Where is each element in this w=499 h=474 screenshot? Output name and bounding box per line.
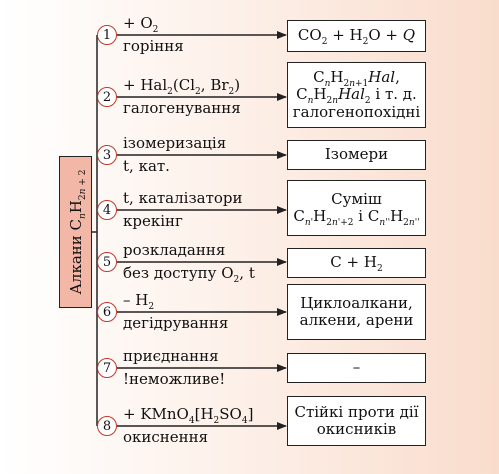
- reaction-number-5: 5: [97, 252, 117, 272]
- alkanes-main-label: Алкани CnH2n + 2: [66, 169, 88, 295]
- reaction-product-text-3: Ізомери: [324, 145, 389, 164]
- reaction-name-7: !неможливе!: [123, 370, 226, 388]
- reaction-product-text-7: –: [352, 358, 361, 377]
- reaction-name-4: крекінг: [123, 212, 183, 230]
- reaction-reagent-5: розкладання: [123, 241, 226, 259]
- reaction-number-1: 1: [97, 25, 117, 45]
- alkanes-main-box: Алкани CnH2n + 2: [59, 156, 92, 308]
- reaction-product-box-7: –: [287, 353, 426, 383]
- reaction-reagent-3: ізомеризація: [123, 134, 227, 152]
- reaction-name-2: галогенування: [123, 99, 241, 117]
- reaction-product-box-6: Циклоалкани,алкени, арени: [287, 284, 426, 340]
- reaction-name-1: горіння: [123, 37, 184, 55]
- reaction-reagent-8: + KMnO4[H2SO4]: [123, 405, 254, 426]
- reaction-product-box-1: CO2 + H2O + Q: [287, 20, 426, 52]
- reaction-product-text-6: Циклоалкани,алкени, арени: [299, 293, 414, 329]
- reaction-name-3: t, кат.: [123, 157, 170, 175]
- reaction-name-6: дегідрування: [123, 314, 229, 332]
- reaction-number-2: 2: [97, 87, 117, 107]
- reaction-number-4: 4: [97, 200, 117, 220]
- reaction-product-box-5: C + H2: [287, 248, 426, 278]
- reaction-reagent-1: + O2: [123, 14, 159, 35]
- reaction-reagent-2: + Hal2(Cl2, Br2): [123, 76, 241, 97]
- reaction-number-3: 3: [97, 145, 117, 165]
- reaction-reagent-7: приєднання: [123, 347, 219, 365]
- reaction-product-box-2: CnH2n+1Hal,CnH2nHal2 і т. д.галогенопохі…: [287, 62, 426, 128]
- reaction-reagent-4: t, каталізатори: [123, 189, 243, 207]
- reaction-product-text-1: CO2 + H2O + Q: [297, 26, 416, 48]
- reaction-name-8: окиснення: [123, 428, 209, 446]
- reaction-number-7: 7: [97, 358, 117, 378]
- reaction-number-8: 8: [97, 416, 117, 436]
- reaction-reagent-6: – H2: [123, 291, 155, 312]
- reaction-product-text-2: CnH2n+1Hal,CnH2nHal2 і т. д.галогенопохі…: [292, 68, 421, 121]
- reaction-product-text-5: C + H2: [330, 253, 383, 275]
- reaction-number-6: 6: [97, 302, 117, 322]
- reaction-product-box-3: Ізомери: [287, 140, 426, 170]
- reaction-name-5: без доступу O2, t: [123, 264, 255, 285]
